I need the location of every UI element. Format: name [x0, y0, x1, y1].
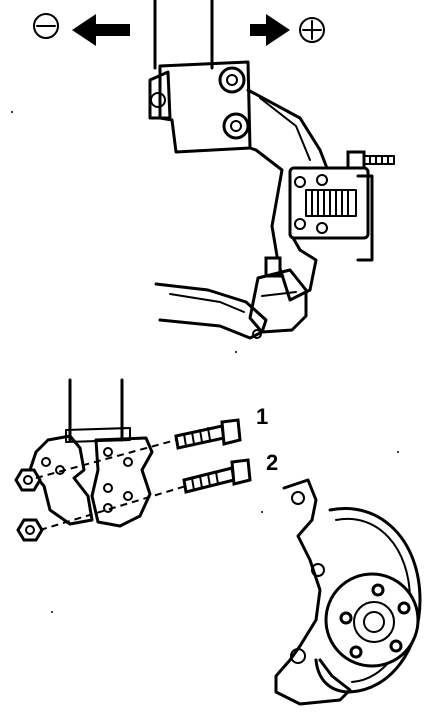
plus-circle-icon	[299, 17, 325, 43]
lower-ball-joint	[248, 256, 308, 334]
callout-label-2: 2	[266, 450, 278, 475]
minus-direction-indicator	[33, 13, 130, 46]
bolt-2	[182, 458, 252, 494]
arrow-left-icon	[72, 14, 130, 46]
strut-assembly-upper-view	[148, 0, 395, 340]
hex-nut-lower	[16, 518, 44, 542]
bracket-bolt-lower	[222, 112, 250, 140]
hex-nut-upper	[14, 468, 42, 492]
clevis-holes	[41, 447, 133, 513]
alignment-line-bolt-1	[35, 439, 177, 479]
strut-tube	[153, 0, 214, 70]
scan-specks	[11, 111, 399, 613]
steering-knuckle-upper	[246, 88, 332, 302]
hub-bearing-housing	[288, 166, 374, 262]
hub-mounting-bolt	[346, 150, 395, 170]
wheel-studs	[339, 583, 411, 659]
lower-control-arm	[154, 282, 268, 340]
plus-direction-indicator	[250, 14, 325, 46]
minus-circle-icon	[33, 13, 59, 39]
steering-knuckle-with-hub	[274, 478, 422, 706]
arrow-right-icon	[250, 14, 290, 46]
strut-assembly-exploded-view: 1 2	[14, 378, 422, 706]
bracket-bolt-upper	[218, 66, 246, 94]
bolt-1	[174, 418, 242, 450]
alignment-line-bolt-2	[39, 485, 187, 531]
callout-label-1: 1	[256, 404, 268, 429]
steering-knuckle	[274, 478, 352, 706]
strut-tube-lower	[68, 378, 124, 442]
